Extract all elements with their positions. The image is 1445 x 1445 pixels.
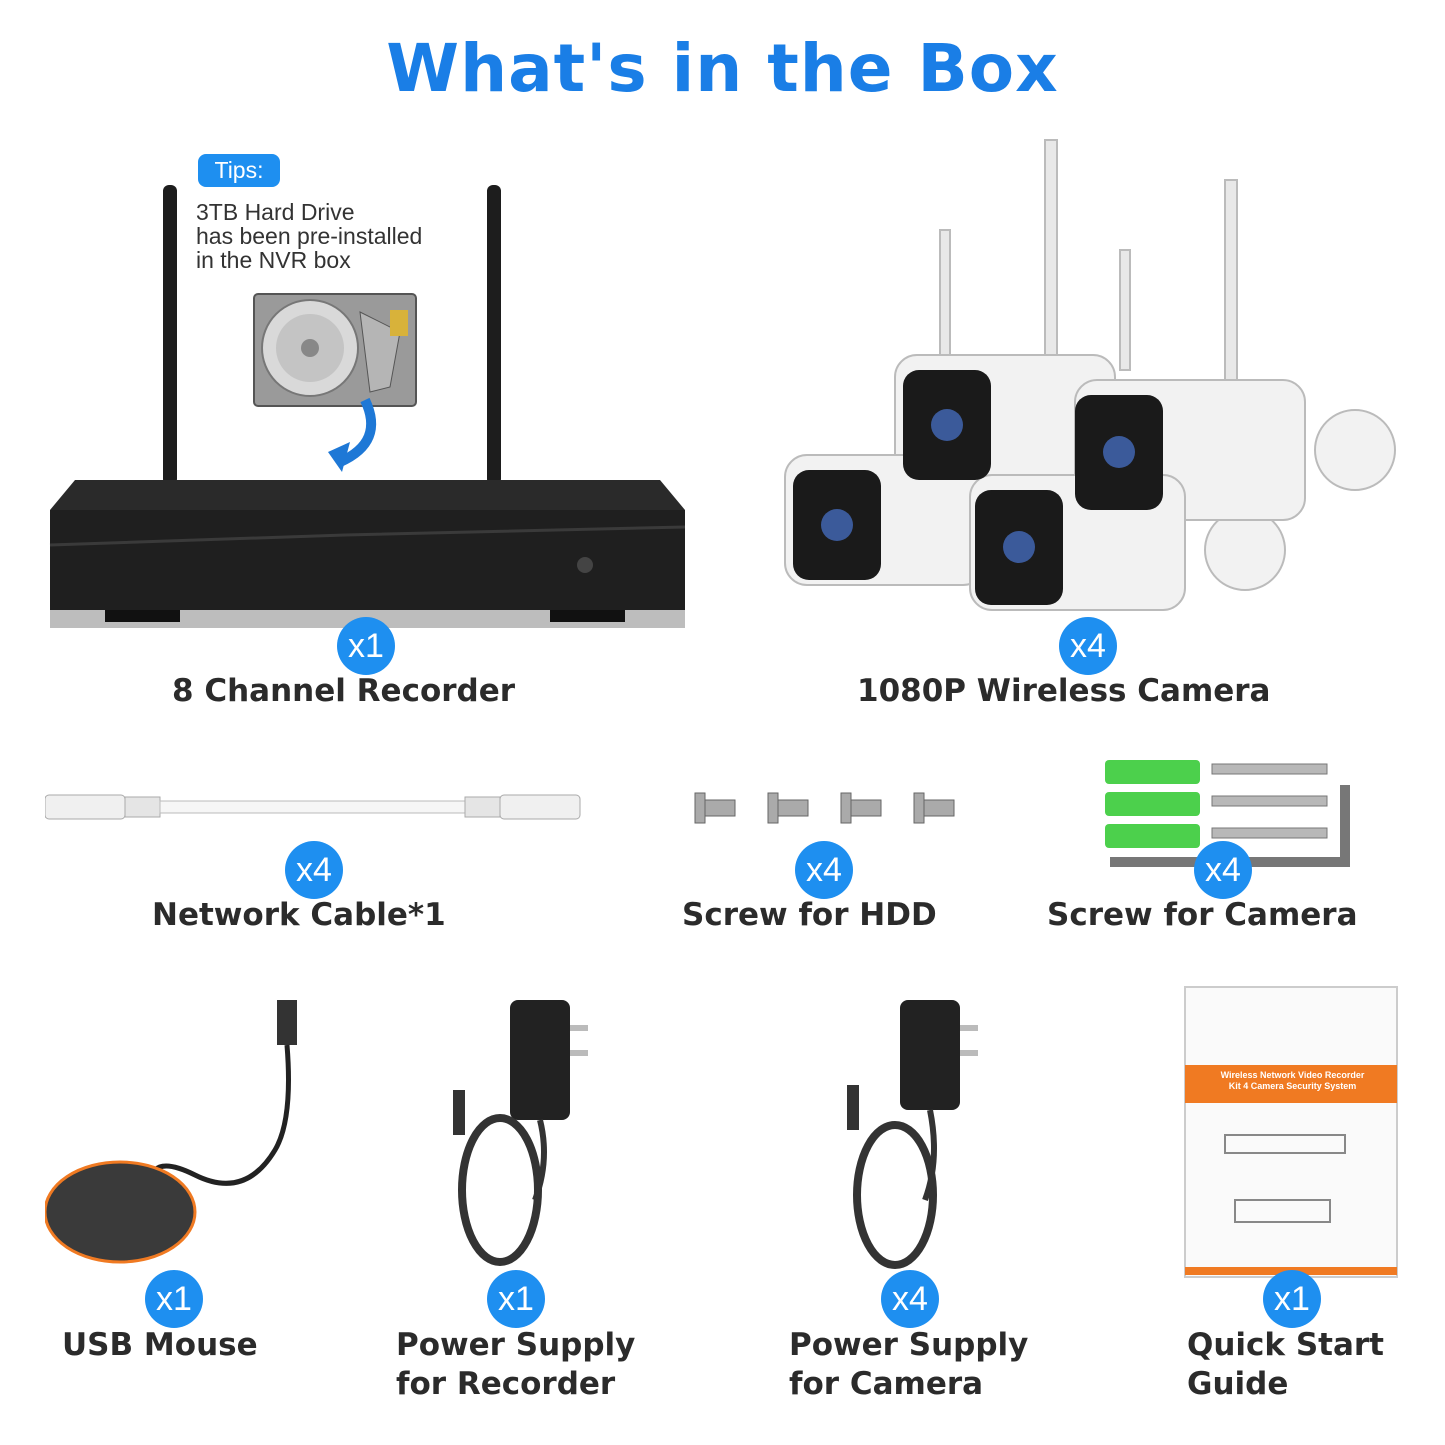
power-supply-recorder-image (453, 1000, 588, 1266)
qty-badge: x1 (145, 1270, 203, 1328)
tips-line: has been pre-installed (196, 223, 423, 249)
guide-cover-line: Wireless Network Video Recorder (1220, 1070, 1365, 1080)
camera-group-image (784, 139, 1396, 611)
quick-start-guide-image (1184, 986, 1398, 1278)
item-label: Screw for HDD (682, 897, 937, 933)
page-title: What's in the Box (386, 30, 1059, 107)
item-label: Power Supply (789, 1327, 1029, 1363)
item-label: Network Cable*1 (152, 897, 446, 933)
qty-badge: x4 (285, 841, 343, 899)
nvr-recorder-image (49, 185, 686, 628)
item-label: Power Supply (396, 1327, 636, 1363)
usb-mouse-image (45, 1000, 297, 1264)
qty-badge: x4 (881, 1270, 939, 1328)
qty-badge: x4 (1194, 841, 1252, 899)
camera-screws-image (1105, 760, 1350, 867)
item-label: for Recorder (396, 1366, 616, 1402)
tips-text: 3TB Hard Drive has been pre-installed in… (196, 200, 422, 272)
item-label: USB Mouse (62, 1327, 258, 1363)
item-label: Guide (1187, 1366, 1289, 1402)
qty-badge: x1 (337, 617, 395, 675)
qty-badge: x1 (487, 1270, 545, 1328)
item-label: Quick Start (1187, 1327, 1385, 1363)
tips-line: 3TB Hard Drive (196, 199, 355, 225)
guide-cover-text: Wireless Network Video Recorder Kit 4 Ca… (1190, 1070, 1395, 1092)
qty-badge: x1 (1263, 1270, 1321, 1328)
qty-badge: x4 (1059, 617, 1117, 675)
tips-badge: Tips: (198, 154, 280, 187)
qty-badge: x4 (795, 841, 853, 899)
hdd-screws-image (694, 792, 955, 824)
network-cable-image (45, 794, 581, 820)
tips-line: in the NVR box (196, 247, 351, 273)
guide-cover-line: Kit 4 Camera Security System (1228, 1081, 1357, 1091)
item-label: 1080P Wireless Camera (857, 673, 1271, 709)
hard-drive-icon (253, 293, 417, 472)
item-label: 8 Channel Recorder (172, 673, 516, 709)
power-supply-camera-image (847, 1000, 978, 1269)
item-label: for Camera (789, 1366, 984, 1402)
item-label: Screw for Camera (1047, 897, 1358, 933)
